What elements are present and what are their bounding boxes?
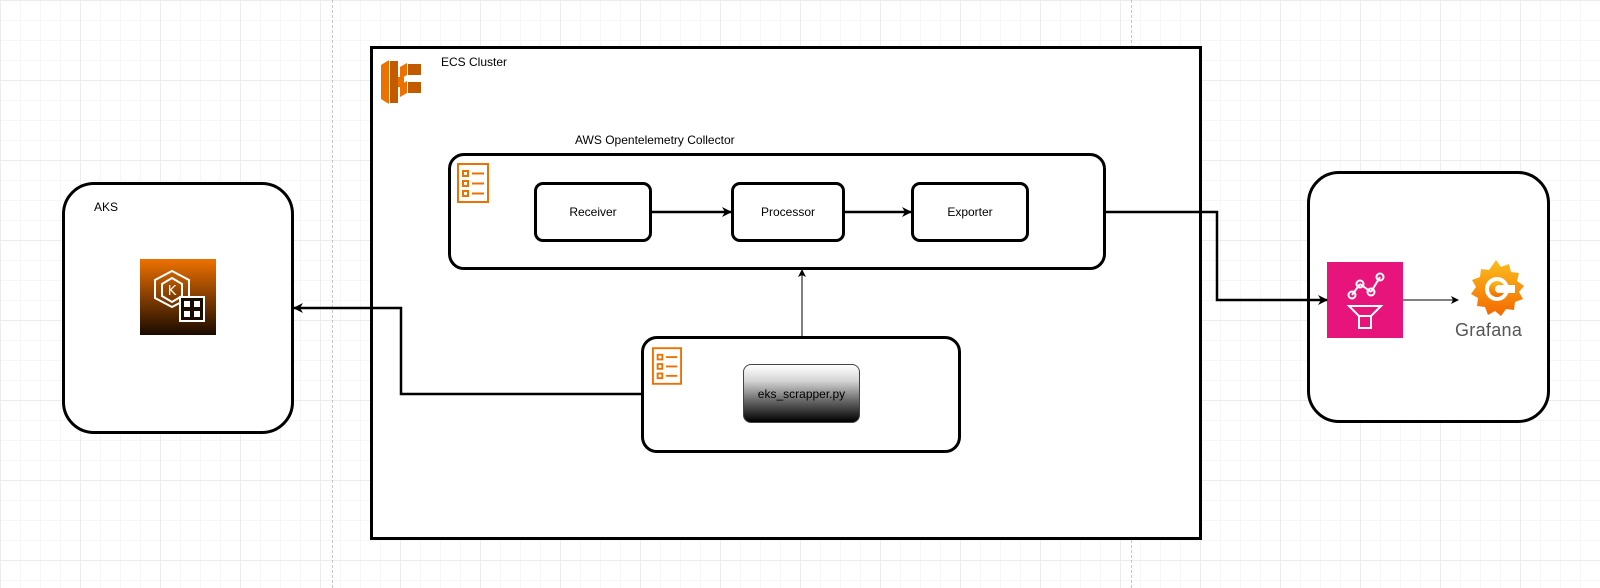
aks-label: AKS <box>94 200 119 214</box>
ecs-cluster-container[interactable] <box>370 46 1202 540</box>
page-guide-left <box>332 0 333 588</box>
processor-node[interactable]: Processor <box>731 182 845 242</box>
prometheus-icon <box>1327 262 1403 338</box>
grafana-label: Grafana <box>1455 320 1523 340</box>
exporter-node[interactable]: Exporter <box>911 182 1029 242</box>
ecs-cluster-icon <box>381 57 423 107</box>
task-list-icon <box>457 163 489 203</box>
receiver-node[interactable]: Receiver <box>534 182 652 242</box>
ecs-cluster-label: ECS Cluster <box>441 55 508 69</box>
collector-label: AWS Opentelemetry Collector <box>575 133 735 147</box>
scraper-script-node[interactable]: eks_scrapper.py <box>743 364 860 423</box>
kubernetes-service-icon: K <box>140 259 216 335</box>
grafana-logo-icon <box>1465 258 1527 320</box>
task-list-icon <box>652 347 682 385</box>
svg-text:K: K <box>168 284 177 299</box>
